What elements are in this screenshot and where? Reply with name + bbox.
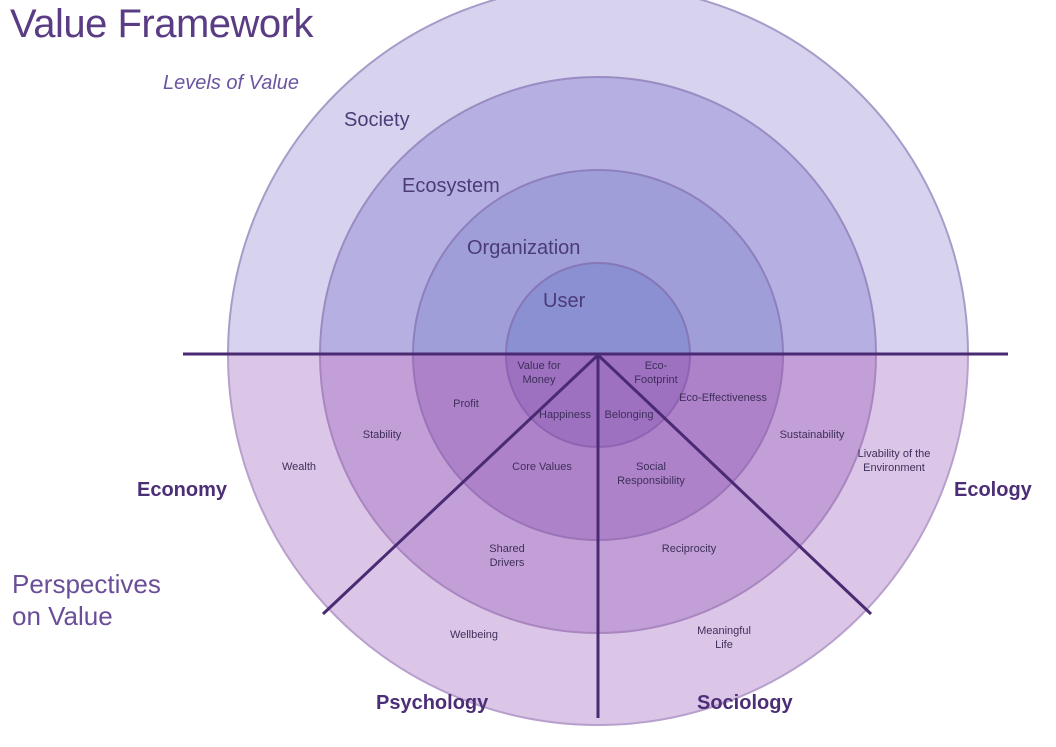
- perspective-label-sociology: Sociology: [697, 692, 793, 714]
- cell-ecosystem-ecology: Sustainability: [779, 429, 845, 441]
- level-label-organization: Organization: [467, 237, 581, 259]
- divider-economy-psychology: [321, 353, 600, 616]
- perspective-label-economy: Economy: [137, 479, 228, 501]
- cell-user-sociology: Belonging: [604, 409, 654, 421]
- levels-heading: Levels of Value: [163, 72, 300, 94]
- level-label-society: Society: [344, 109, 410, 131]
- cell-society-psychology: Wellbeing: [449, 629, 499, 641]
- divider-sociology-ecology: [596, 353, 873, 616]
- perspective-label-ecology: Ecology: [954, 479, 1032, 501]
- page-title: Value Framework: [10, 2, 313, 46]
- cell-society-sociology: Meaningful Life: [697, 625, 751, 651]
- perspective-label-psychology: Psychology: [376, 692, 489, 714]
- cell-society-economy: Wealth: [281, 461, 317, 473]
- cell-organization-economy: Profit: [453, 398, 479, 410]
- level-label-ecosystem: Ecosystem: [402, 175, 500, 197]
- perspectives-heading: Perspectives on Value: [12, 568, 212, 632]
- cell-ecosystem-economy: Stability: [362, 429, 402, 441]
- cell-organization-ecology: Eco-Effectiveness: [679, 392, 767, 404]
- perspectives-heading-line-1: Perspectives: [12, 569, 161, 599]
- perspectives-heading-line-2: on Value: [12, 601, 113, 631]
- cell-ecosystem-psychology: Shared Drivers: [489, 543, 525, 569]
- level-label-user: User: [543, 290, 586, 312]
- cell-society-ecology: Livability of the Environment: [857, 448, 931, 474]
- cell-user-economy: Value for Money: [517, 360, 561, 386]
- cell-ecosystem-sociology: Reciprocity: [661, 543, 717, 555]
- cell-organization-sociology: Social Responsibility: [617, 461, 685, 487]
- levels-rings: [227, 0, 969, 354]
- cell-organization-psychology: Core Values: [512, 461, 572, 473]
- ring-user-top: [505, 262, 691, 354]
- cell-user-psychology: Happiness: [539, 409, 591, 421]
- cell-user-ecology: Eco-Footprint: [634, 360, 678, 386]
- divider-lines: [183, 352, 1008, 718]
